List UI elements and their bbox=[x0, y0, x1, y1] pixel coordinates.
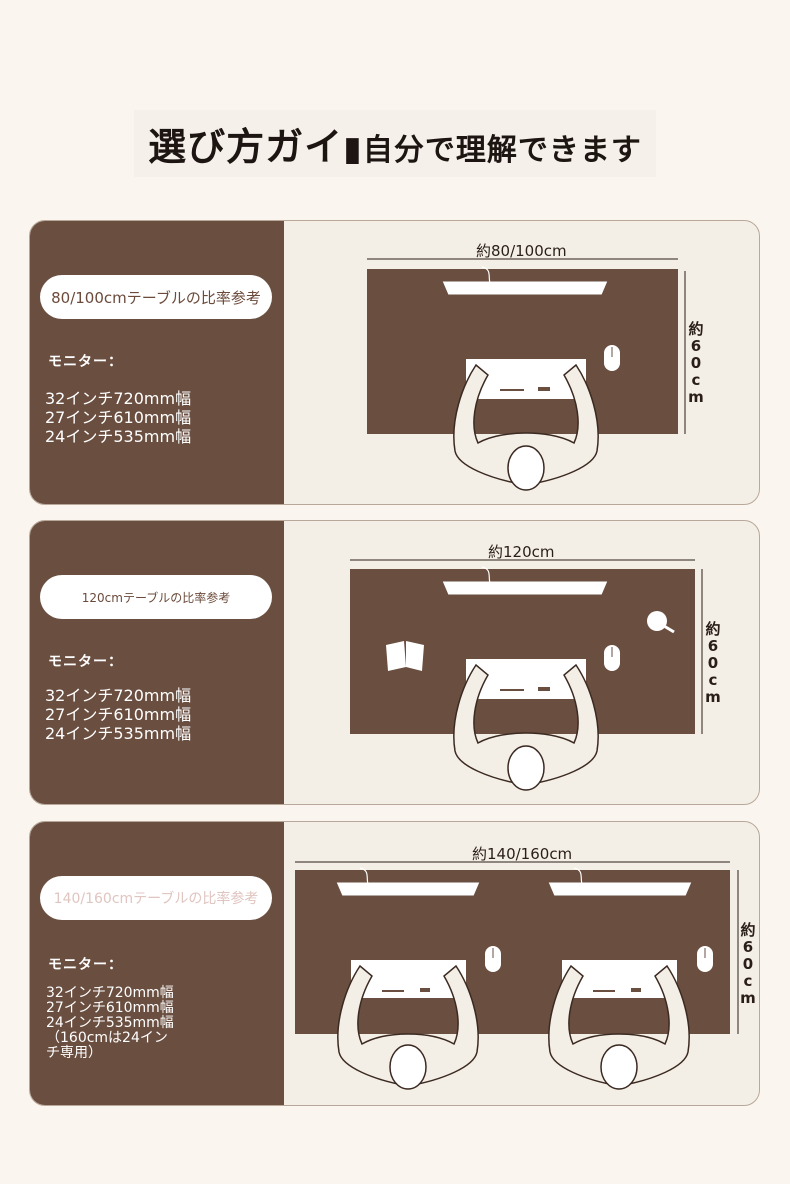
depth-dimension: 約 6 0 c m bbox=[688, 320, 704, 406]
monitor-spec: 32インチ720mm幅 27インチ610mm幅 24インチ535mm幅 bbox=[45, 389, 192, 446]
monitor-shape bbox=[335, 881, 481, 897]
table-size-label: 140/160cmテーブルの比率参考 bbox=[40, 876, 272, 920]
monitor-spec: 32インチ720mm幅 27インチ610mm幅 24インチ535mm幅（160c… bbox=[46, 985, 174, 1061]
cup-icon bbox=[647, 611, 667, 631]
width-dimension: 約140/160cm bbox=[472, 845, 573, 863]
desk-illustration bbox=[295, 861, 739, 1090]
desk-illustration bbox=[367, 258, 686, 491]
book-icon bbox=[386, 641, 424, 671]
monitor-shape bbox=[547, 881, 693, 897]
monitor-label: モニター： bbox=[48, 354, 123, 370]
panel-120: 120cmテーブルの比率参考 モニター： 32インチ720mm幅 27インチ61… bbox=[29, 520, 760, 805]
person-head bbox=[507, 445, 545, 491]
title-cursor: ▮ bbox=[343, 129, 363, 169]
mouse-shape bbox=[485, 946, 501, 972]
mouse-shape bbox=[697, 946, 713, 972]
monitor-label: モニター： bbox=[48, 957, 123, 973]
depth-dimension: 約 6 0 c m bbox=[705, 620, 721, 706]
table-size-label: 80/100cmテーブルの比率参考 bbox=[40, 275, 272, 319]
person-arms bbox=[453, 663, 599, 786]
panel-140-160: 140/160cmテーブルの比率参考 モニター： 32インチ720mm幅 27イ… bbox=[29, 821, 760, 1106]
panel-sidebar: 80/100cmテーブルの比率参考 モニター： 32インチ720mm幅 27イン… bbox=[30, 221, 284, 504]
desk-illustration bbox=[350, 559, 703, 791]
mouse-shape bbox=[604, 345, 620, 371]
person-arms bbox=[548, 964, 690, 1087]
mouse-shape bbox=[604, 645, 620, 671]
width-dimension: 約80/100cm bbox=[476, 242, 567, 260]
desk-surface bbox=[367, 269, 678, 434]
title-part1: 選び方ガイ bbox=[148, 125, 344, 169]
person-arms bbox=[453, 363, 599, 486]
page-title: 選び方ガイ▮自分で理解できます bbox=[0, 110, 790, 177]
panel-80-100: 80/100cmテーブルの比率参考 モニター： 32インチ720mm幅 27イン… bbox=[29, 220, 760, 505]
monitor-label: モニター： bbox=[48, 654, 123, 670]
depth-dimension: 約 6 0 c m bbox=[740, 921, 756, 1007]
person-head bbox=[389, 1044, 427, 1090]
panel-sidebar: 140/160cmテーブルの比率参考 モニター： 32インチ720mm幅 27イ… bbox=[30, 822, 284, 1105]
desk-surface bbox=[295, 870, 730, 1034]
monitor-shape bbox=[441, 580, 609, 596]
monitor-shape bbox=[441, 280, 609, 296]
person-arms bbox=[337, 964, 479, 1087]
monitor-spec: 32インチ720mm幅 27インチ610mm幅 24インチ535mm幅 bbox=[45, 686, 192, 743]
panel-sidebar: 120cmテーブルの比率参考 モニター： 32インチ720mm幅 27インチ61… bbox=[30, 521, 284, 804]
width-dimension: 約120cm bbox=[488, 543, 555, 561]
person-head bbox=[507, 745, 545, 791]
table-size-label: 120cmテーブルの比率参考 bbox=[40, 575, 272, 619]
person-head bbox=[600, 1044, 638, 1090]
title-part2: 自分で理解できます bbox=[362, 133, 642, 168]
